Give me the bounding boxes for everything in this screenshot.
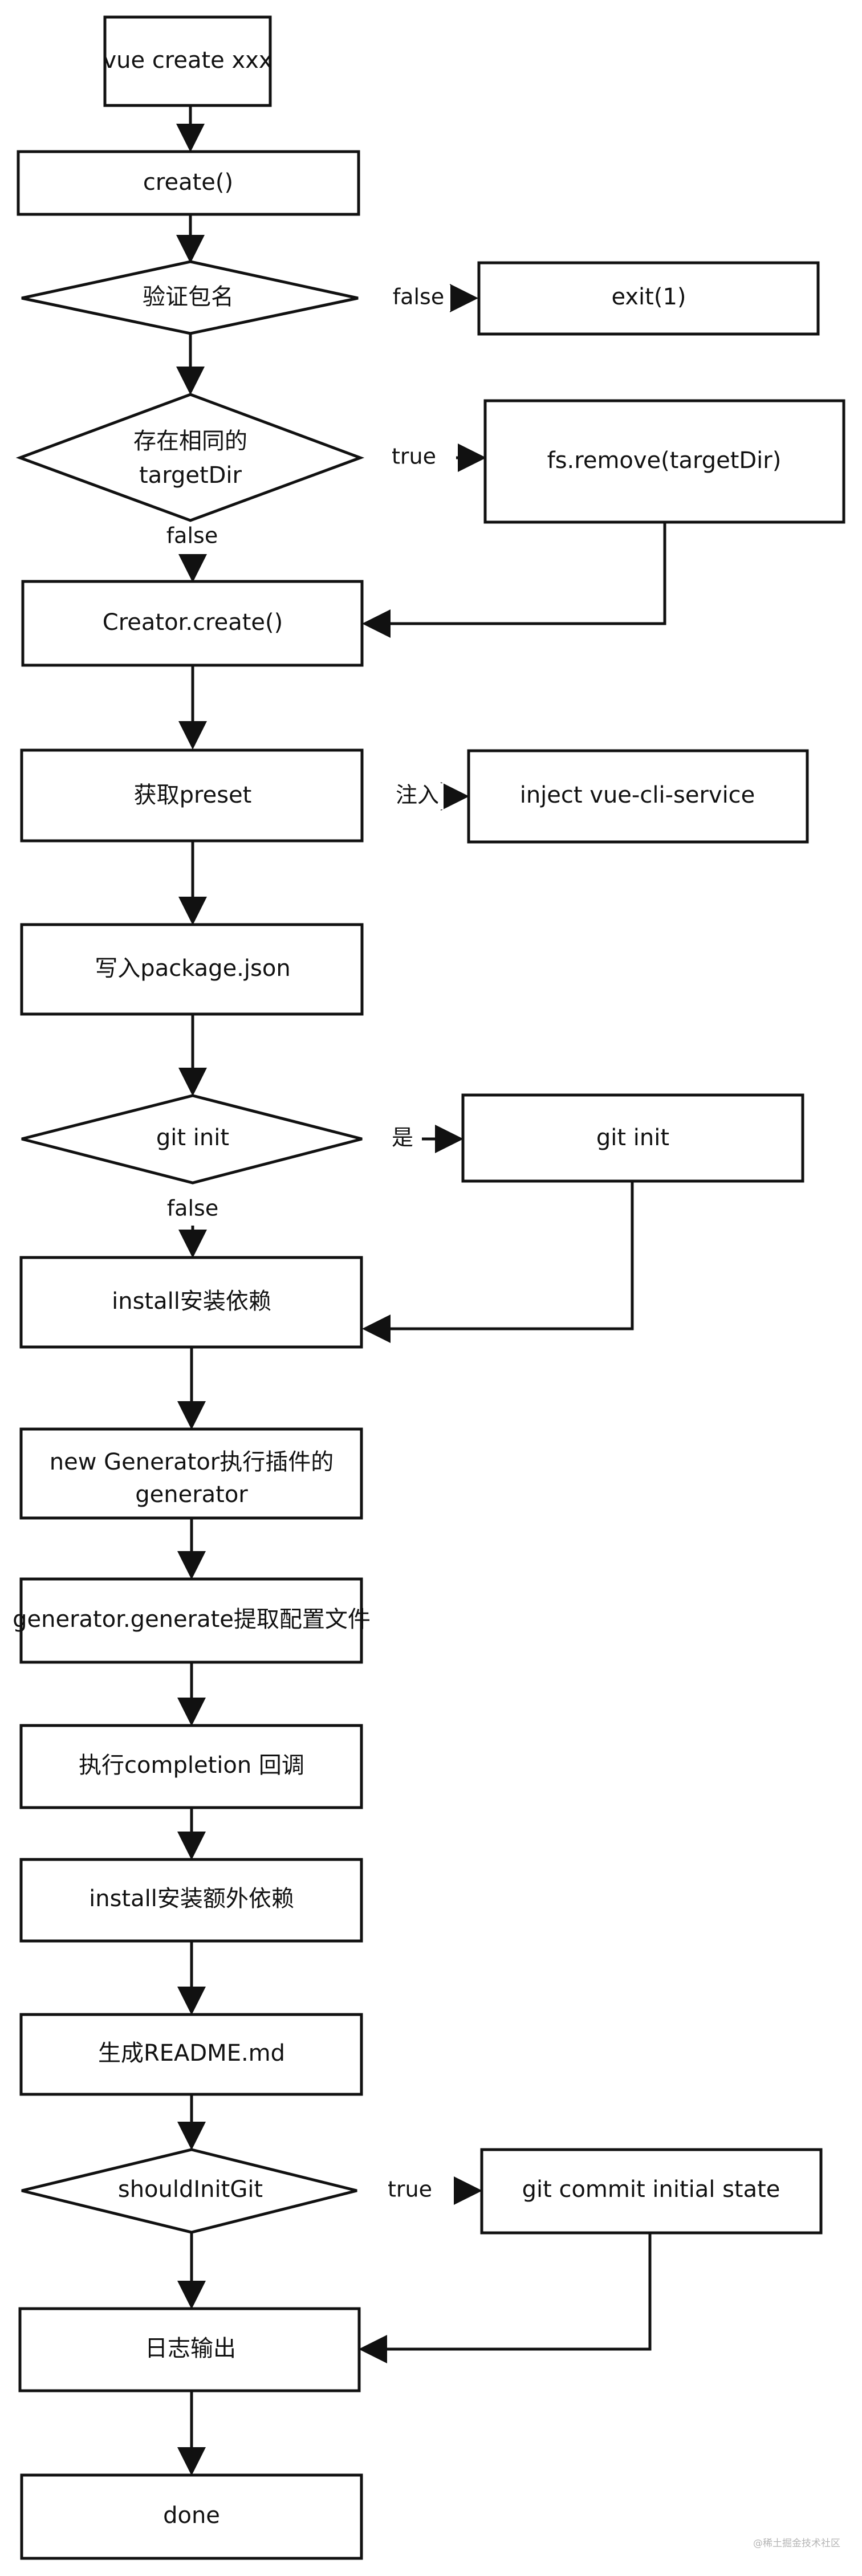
node-shapes — [15, 15, 845, 2560]
node-create-box — [17, 150, 360, 216]
connectors — [176, 105, 666, 2476]
node-creator-label: Creator.create() — [103, 609, 283, 636]
edge-label-bg-validate-false — [388, 285, 450, 311]
node-package-label: 写入package.json — [95, 955, 290, 982]
node-gitcommit-box — [480, 2148, 823, 2235]
node-samedir-label-line1: 存在相同的 — [133, 428, 247, 454]
node-generate-box — [19, 1577, 363, 1664]
node-log-box — [18, 2307, 361, 2392]
edge-label-git-false: false — [167, 1196, 218, 1221]
watermark: @稀土掘金技术社区 — [753, 2538, 840, 2549]
node-package-box — [20, 923, 364, 1016]
node-log-label: 日志输出 — [145, 2335, 236, 2362]
edge-label-bg-inject — [391, 783, 444, 809]
edge-labels: false true false 注入 是 false true — [166, 284, 450, 2204]
node-gitcheck-label: git init — [156, 1125, 229, 1151]
node-fsremove-box — [483, 399, 845, 524]
edge-label-samedir-true: true — [392, 444, 436, 469]
connector-gitinit-install — [362, 1181, 634, 1343]
node-installextra-box — [19, 1858, 363, 1943]
node-start-label: vue create xxx — [103, 47, 272, 74]
node-samedir-label-line2: targetDir — [139, 462, 242, 489]
node-done-label: done — [163, 2502, 220, 2529]
node-gitinit-box — [461, 1093, 804, 1183]
node-gitcheck-diamond — [21, 1094, 363, 1185]
node-installextra-label: install安装额外依赖 — [89, 1886, 294, 1912]
node-labels: vue create xxx create() 验证包名 exit(1) 存在相… — [13, 47, 781, 2529]
node-install-box — [19, 1256, 363, 1349]
node-preset-label: 获取preset — [134, 782, 252, 808]
node-generator-label-line2: generator — [135, 1482, 248, 1508]
node-shouldinit-label: shouldInitGit — [118, 2176, 263, 2203]
edge-label-initgit-true: true — [388, 2177, 432, 2202]
node-generate-label: generator.generate提取配置文件 — [13, 1606, 371, 1633]
node-preset-box — [20, 748, 364, 843]
node-fsremove-label: fs.remove(targetDir) — [547, 447, 782, 474]
edge-label-git-yes: 是 — [392, 1125, 413, 1150]
node-create-label: create() — [143, 169, 233, 196]
edge-label-bg-git-yes — [385, 1126, 420, 1152]
node-readme-box — [19, 2013, 363, 2096]
node-readme-label: 生成README.md — [98, 2040, 285, 2066]
node-validate-diamond — [21, 260, 359, 335]
connector-gitcommit-log — [359, 2233, 652, 2363]
node-start-box — [103, 15, 272, 107]
node-install-label: install安装依赖 — [112, 1288, 271, 1315]
node-generator-box — [19, 1427, 363, 1520]
edge-label-bg-samedir-true — [385, 445, 442, 471]
node-gitcommit-label: git commit initial state — [522, 2176, 780, 2203]
node-inject-box — [467, 749, 809, 844]
node-validate-label: 验证包名 — [143, 284, 234, 310]
node-exit-box — [477, 261, 820, 336]
node-completion-box — [19, 1724, 363, 1809]
node-samedir-diamond — [15, 393, 365, 522]
node-creator-box — [21, 580, 364, 667]
node-generator-label-line1: new Generator执行插件的 — [50, 1449, 334, 1475]
edge-label-validate-false: false — [393, 284, 444, 310]
edge-label-inject: 注入 — [396, 783, 439, 808]
node-inject-label: inject vue-cli-service — [520, 782, 755, 808]
edge-label-bg-initgit-true — [382, 2178, 438, 2204]
node-gitinit-label: git init — [596, 1125, 669, 1151]
node-done-box — [20, 2473, 363, 2560]
connector-fsremove-creator — [362, 523, 666, 638]
node-exit-label: exit(1) — [611, 284, 686, 310]
node-shouldinit-diamond — [21, 2148, 357, 2234]
edge-label-samedir-false: false — [166, 523, 218, 548]
node-completion-label: 执行completion 回调 — [79, 1752, 304, 1779]
